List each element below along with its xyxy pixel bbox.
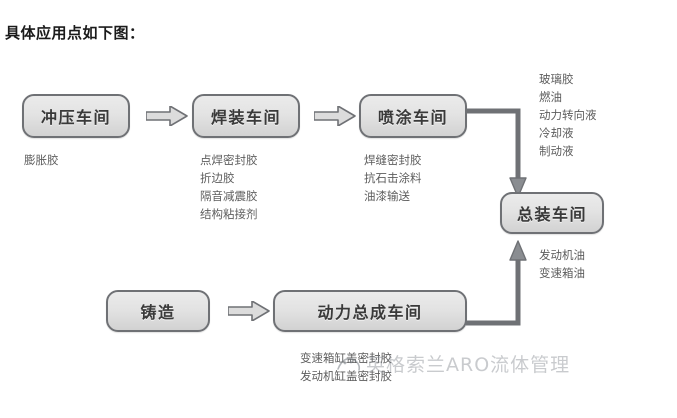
caption-item: 膨胀胶 <box>24 153 59 167</box>
arrow-stamping-to-welding-icon <box>146 106 188 126</box>
caption-item: 玻璃胶 <box>539 72 574 86</box>
caption-item: 焊缝密封胶 <box>364 153 422 167</box>
connector-painting-to-assembly-icon <box>466 104 536 200</box>
arrow-welding-to-painting-icon <box>314 106 356 126</box>
caption-item: 结构粘接剂 <box>200 207 258 221</box>
process-box-stamping[interactable]: 冲压车间 <box>22 94 130 138</box>
caption-assembly-fluids-bottom: 发动机油 变速箱油 <box>539 246 585 282</box>
caption-item: 抗石击涂料 <box>364 171 422 185</box>
caption-stamping: 膨胀胶 <box>24 151 59 169</box>
caption-item: 发动机油 <box>539 248 585 262</box>
caption-item: 变速箱缸盖密封胶 <box>300 351 392 365</box>
caption-item: 折边胶 <box>200 171 235 185</box>
process-box-powertrain-label: 动力总成车间 <box>317 303 423 322</box>
caption-item: 制动液 <box>539 144 574 158</box>
caption-item: 油漆输送 <box>364 189 410 203</box>
caption-item: 发动机缸盖密封胶 <box>300 369 392 383</box>
caption-item: 动力转向液 <box>539 108 597 122</box>
process-box-painting[interactable]: 喷涂车间 <box>359 94 467 138</box>
caption-powertrain: 变速箱缸盖密封胶 发动机缸盖密封胶 <box>300 349 392 385</box>
caption-item: 隔音减震胶 <box>200 189 258 203</box>
caption-item: 燃油 <box>539 90 562 104</box>
process-box-assembly-label: 总装车间 <box>516 205 587 224</box>
process-box-painting-label: 喷涂车间 <box>377 108 448 127</box>
process-box-welding[interactable]: 焊装车间 <box>192 94 300 138</box>
process-box-casting-label: 铸造 <box>140 303 176 322</box>
page-title: 具体应用点如下图： <box>5 24 145 42</box>
process-box-casting[interactable]: 铸造 <box>106 290 210 332</box>
process-box-powertrain[interactable]: 动力总成车间 <box>273 290 467 332</box>
watermark-text: 英格索兰ARO流体管理 <box>366 354 571 376</box>
caption-item: 变速箱油 <box>539 266 585 280</box>
process-box-stamping-label: 冲压车间 <box>40 108 111 127</box>
connector-powertrain-to-assembly-icon <box>466 238 536 330</box>
caption-welding: 点焊密封胶 折边胶 隔音减震胶 结构粘接剂 <box>200 151 258 223</box>
caption-painting: 焊缝密封胶 抗石击涂料 油漆输送 <box>364 151 422 205</box>
process-box-welding-label: 焊装车间 <box>210 108 281 127</box>
caption-item: 冷却液 <box>539 126 574 140</box>
caption-item: 点焊密封胶 <box>200 153 258 167</box>
caption-assembly-fluids-top: 玻璃胶 燃油 动力转向液 冷却液 制动液 <box>539 70 597 160</box>
process-box-assembly[interactable]: 总装车间 <box>500 192 604 234</box>
arrow-casting-to-powertrain-icon <box>228 301 270 321</box>
